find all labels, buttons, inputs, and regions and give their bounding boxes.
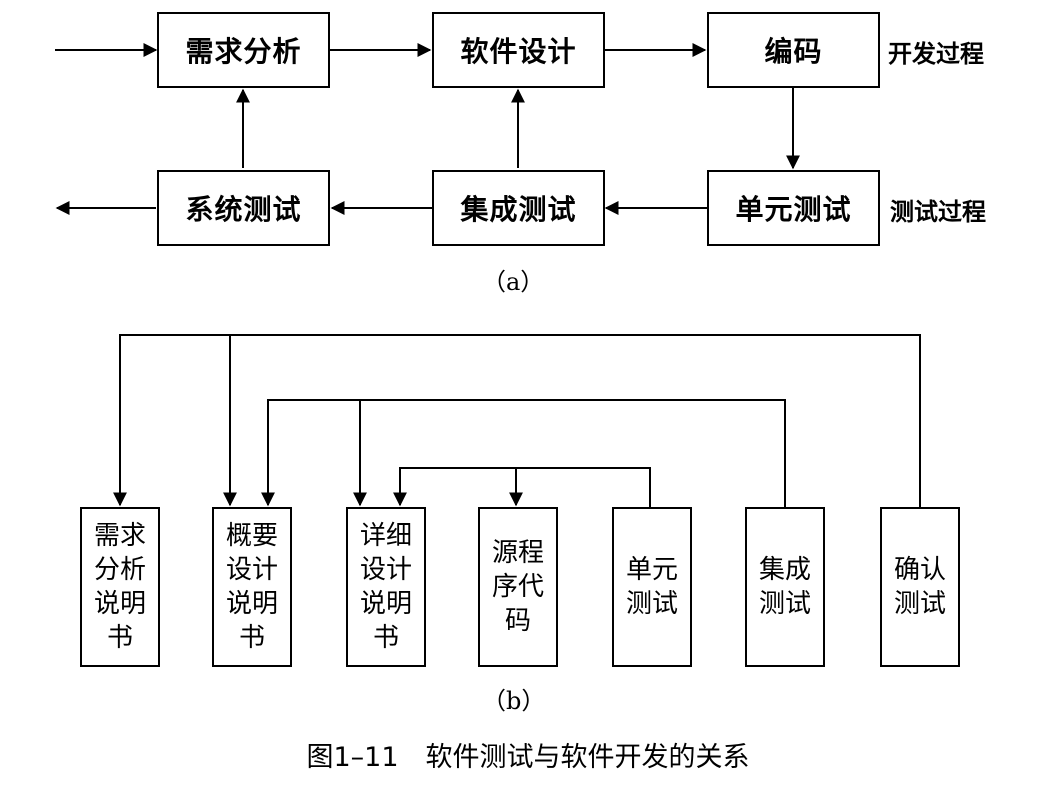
- column-source-code: 源程序代码: [478, 507, 558, 667]
- node-label: 单元测试: [735, 193, 852, 226]
- column-outline-design-spec: 概要设计说明书: [212, 507, 292, 667]
- node-software-design: 软件设计: [432, 12, 605, 88]
- column-label: 概要设计说明书: [225, 521, 278, 653]
- node-label: 需求分析: [185, 35, 302, 68]
- column-label: 需求分析说明书: [93, 521, 146, 653]
- column-requirements-spec: 需求分析说明书: [80, 507, 160, 667]
- node-label: 系统测试: [185, 193, 302, 226]
- sublabel-b: （b）: [482, 687, 546, 715]
- column-label: 详细设计说明书: [359, 521, 412, 653]
- connector-acceptance-test: [113, 334, 921, 508]
- label-development-process: 开发过程: [888, 39, 984, 68]
- column-label: 集成测试: [758, 555, 811, 619]
- sublabel-a: （a）: [482, 268, 545, 296]
- column-label: 确认测试: [893, 555, 946, 619]
- column-detail-design-spec: 详细设计说明书: [346, 507, 426, 667]
- node-coding: 编码: [707, 12, 880, 88]
- node-integration-test: 集成测试: [432, 170, 605, 246]
- column-integration-test: 集成测试: [745, 507, 825, 667]
- connector-unit-test: [393, 467, 651, 508]
- figure-caption: 图1–11 软件测试与软件开发的关系: [306, 742, 750, 773]
- node-label: 集成测试: [460, 193, 577, 226]
- label-testing-process: 测试过程: [890, 197, 986, 226]
- node-system-test: 系统测试: [157, 170, 330, 246]
- node-label: 编码: [764, 35, 823, 68]
- column-unit-test: 单元测试: [612, 507, 692, 667]
- connector-integration-test: [261, 399, 786, 508]
- column-acceptance-test: 确认测试: [880, 507, 960, 667]
- node-unit-test: 单元测试: [707, 170, 880, 246]
- node-label: 软件设计: [460, 35, 577, 68]
- column-label: 单元测试: [625, 555, 678, 619]
- column-label: 源程序代码: [491, 538, 544, 636]
- node-requirements-analysis: 需求分析: [157, 12, 330, 88]
